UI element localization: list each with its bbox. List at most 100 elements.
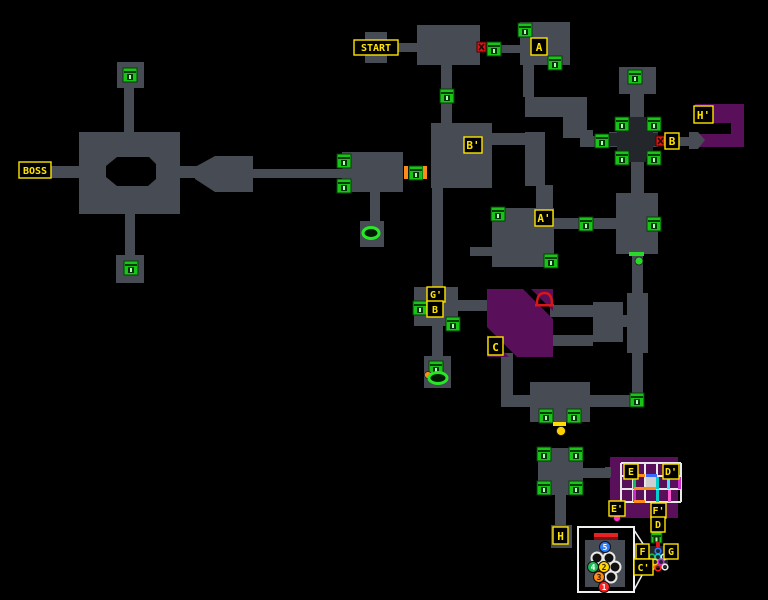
- item-ring: [427, 371, 449, 385]
- save-point-icon-glyph: [130, 268, 132, 272]
- x-door-icon: [478, 43, 485, 51]
- save-point-icon-lid: [568, 412, 580, 414]
- save-point-icon-lid: [629, 73, 641, 75]
- map-label-boss: BOSS: [23, 166, 47, 177]
- map-label-box-start: [353, 39, 399, 56]
- room-polygon: [195, 156, 253, 192]
- save-point-icon-glyph: [655, 537, 658, 542]
- grid-cell: [646, 477, 656, 488]
- save-point-icon-lid: [447, 320, 459, 322]
- room: [417, 25, 480, 65]
- corridor: [627, 293, 648, 353]
- room: [525, 97, 587, 117]
- grid-line: [621, 462, 681, 464]
- save-point-icon-lid: [570, 484, 582, 486]
- grid-tick: [633, 490, 636, 502]
- save-point-icon-glyph: [435, 368, 437, 372]
- corridor: [253, 169, 342, 178]
- grid-tick: [633, 477, 636, 489]
- room: [365, 32, 387, 42]
- corridor: [583, 468, 610, 478]
- save-point-icon-lid: [648, 220, 660, 222]
- grid-tick: [668, 490, 671, 502]
- map-label-g: G: [668, 547, 674, 558]
- save-point-icon-lid: [616, 120, 628, 122]
- map-label-b-small: B: [432, 305, 438, 316]
- corridor: [550, 335, 593, 346]
- save-point-icon-lid: [338, 182, 350, 184]
- room: [431, 123, 492, 188]
- save-point-icon-lid: [410, 169, 422, 171]
- map-label-box-e: [623, 463, 639, 480]
- corridor: [125, 214, 135, 255]
- map-label-d: D: [655, 520, 661, 531]
- room: [580, 130, 593, 147]
- corridor: [180, 166, 197, 178]
- room: [605, 467, 611, 477]
- corridor: [370, 192, 380, 221]
- door-bar-marker: [629, 252, 644, 256]
- save-point-icon-glyph: [575, 454, 577, 458]
- save-point-icon-lid: [570, 450, 582, 452]
- save-point-icon-lid: [488, 45, 500, 47]
- corridor: [590, 395, 632, 407]
- map-label-b-cross: B: [669, 135, 676, 148]
- map-label-a: A: [536, 41, 543, 54]
- orange-door-marker: [404, 166, 408, 179]
- map-label-box-boss: [18, 161, 52, 179]
- grid-tick: [646, 474, 657, 477]
- corridor: [550, 305, 593, 317]
- save-point-icon-glyph: [343, 161, 345, 165]
- corridor: [492, 133, 525, 145]
- corridor: [458, 300, 490, 311]
- corridor: [432, 326, 443, 357]
- save-point-icon-glyph: [550, 261, 552, 265]
- save-point-icon-lid: [538, 450, 550, 452]
- map-label-f: F: [639, 547, 645, 558]
- bell-icon: [535, 291, 554, 305]
- legend-number-circle: [593, 571, 605, 583]
- map-label-c: C: [492, 341, 499, 354]
- save-point-icon-glyph: [452, 324, 454, 328]
- grid-tick: [656, 477, 659, 489]
- door-bar-marker: [656, 542, 660, 547]
- save-point-icon-glyph: [653, 224, 655, 228]
- map-label-box-h-prime: [693, 105, 714, 124]
- save-point-icon-lid: [430, 364, 442, 366]
- grid-tick: [678, 477, 681, 489]
- warp-dot: [556, 426, 566, 436]
- warp-dot: [634, 256, 644, 266]
- room: [365, 54, 387, 63]
- legend-number-circle: [598, 561, 610, 573]
- hub-ring: [657, 558, 665, 566]
- save-point-icon-glyph: [653, 158, 655, 162]
- map-label-a-prime: A': [537, 212, 550, 225]
- save-point-icon-lid: [124, 71, 136, 73]
- map-label-box-c: [487, 336, 504, 356]
- map-label-h: H: [557, 530, 564, 543]
- legend-number: 1: [602, 583, 607, 592]
- legend-number: 4: [591, 563, 596, 572]
- grid-tick: [634, 500, 645, 503]
- corridor: [631, 158, 644, 194]
- hub-ring: [654, 564, 662, 572]
- map-label-box-g: [663, 543, 679, 560]
- grid-line: [620, 463, 622, 502]
- hub-ring: [661, 563, 669, 571]
- save-point-icon-glyph: [497, 214, 499, 218]
- room: [731, 121, 744, 137]
- map-label-g-prime: G': [430, 290, 442, 301]
- map-label-box-c-prime: [633, 558, 654, 576]
- corridor: [523, 65, 534, 97]
- room: [342, 152, 403, 192]
- save-point-icon-lid: [648, 120, 660, 122]
- save-point-icon-glyph: [543, 488, 545, 492]
- corridor: [623, 315, 632, 327]
- save-point-icon-glyph: [634, 77, 636, 81]
- save-point-icon-lid: [616, 154, 628, 156]
- corridor: [555, 495, 566, 525]
- save-point-icon-lid: [631, 396, 643, 398]
- save-point-icon-glyph: [601, 141, 603, 145]
- legend-number-circle: [598, 581, 610, 593]
